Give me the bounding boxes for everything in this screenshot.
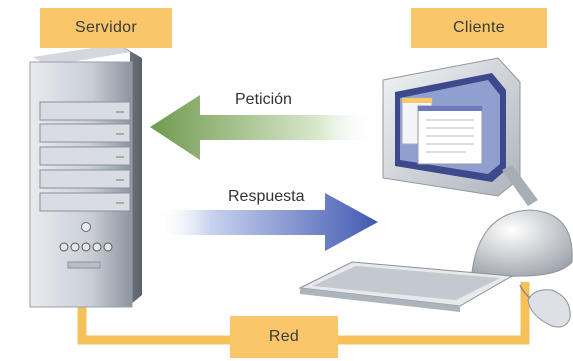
response-arrow (155, 193, 378, 251)
client-label: Cliente (411, 8, 547, 48)
network-label: Red (230, 316, 338, 358)
keyboard-icon (298, 261, 514, 312)
server-label: Servidor (40, 8, 172, 48)
response-label: Respuesta (228, 188, 305, 205)
mouse-icon (519, 284, 571, 328)
client-monitor-icon (382, 57, 573, 277)
request-label: Petición (235, 91, 292, 108)
request-arrow (150, 95, 375, 160)
server-tower-icon (29, 44, 142, 308)
